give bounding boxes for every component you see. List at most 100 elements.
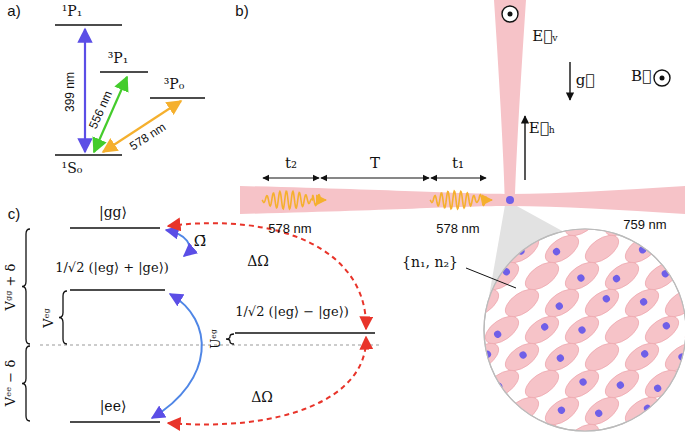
state-label: 1/√2 (|eg⟩ − |ge⟩) bbox=[235, 305, 349, 319]
lattice-site bbox=[441, 365, 484, 403]
lattice-beam bbox=[240, 186, 685, 214]
state-label: |ee⟩ bbox=[100, 399, 127, 414]
lattice-site bbox=[501, 338, 544, 376]
wavelength-label: 578 nm bbox=[128, 121, 169, 154]
coupling-arrow bbox=[168, 223, 366, 329]
energy-levels bbox=[70, 228, 375, 422]
lattice-site bbox=[681, 311, 685, 349]
field-arrow bbox=[524, 116, 525, 180]
lattice-site bbox=[621, 230, 664, 268]
lattice-site bbox=[621, 392, 664, 430]
wavelength-label: 578 nm bbox=[268, 222, 311, 236]
lattice-site bbox=[541, 284, 584, 322]
lattice-site bbox=[661, 230, 685, 268]
brace bbox=[22, 229, 234, 421]
energy-label: Vᵉᵉ − δ bbox=[4, 360, 18, 406]
wavelength-label: 578 nm bbox=[436, 222, 479, 236]
coupling-label: ΔΩ bbox=[247, 254, 269, 269]
wavelength-label: 399 nm bbox=[64, 72, 77, 112]
lattice-site bbox=[461, 392, 504, 430]
lattice-site bbox=[521, 203, 564, 241]
field-label: E⃗ₕ bbox=[529, 120, 555, 137]
brace bbox=[226, 334, 234, 344]
lattice-site bbox=[681, 257, 685, 295]
leader-line bbox=[466, 268, 516, 288]
brace bbox=[59, 291, 67, 344]
lattice-site bbox=[561, 203, 604, 241]
lattice-site bbox=[481, 203, 524, 241]
lattice-site bbox=[441, 419, 484, 433]
coupling-label: ΔΩ bbox=[251, 390, 273, 405]
lattice-site bbox=[481, 419, 524, 433]
coupling-arrow bbox=[166, 230, 189, 256]
energy-label: Vᵍᵍ + δ bbox=[4, 264, 18, 311]
lattice-site bbox=[521, 311, 564, 349]
lattice-site bbox=[621, 338, 664, 376]
lattice-site bbox=[601, 365, 644, 403]
lattice-site bbox=[461, 338, 504, 376]
lattice-site bbox=[521, 365, 564, 403]
lattice-sites bbox=[441, 203, 685, 433]
coupling-arrow bbox=[168, 337, 366, 424]
lattice-site bbox=[641, 311, 684, 349]
lattice-site bbox=[441, 311, 484, 349]
lattice-site bbox=[561, 311, 604, 349]
panel-letter: b) bbox=[235, 3, 248, 20]
probe-pulse bbox=[262, 191, 320, 209]
lattice-site bbox=[581, 338, 624, 376]
gravity-arrow bbox=[569, 62, 570, 100]
gravity-label: g⃗ bbox=[576, 72, 595, 89]
lattice-site bbox=[581, 230, 624, 268]
level-label: ³P₁ bbox=[108, 51, 129, 66]
lattice-site bbox=[681, 203, 685, 241]
lattice-site bbox=[581, 392, 624, 430]
lattice-site bbox=[541, 338, 584, 376]
lattice-site bbox=[461, 284, 504, 322]
time-label: t₂ bbox=[285, 155, 297, 172]
lattice-site bbox=[481, 365, 524, 403]
brace bbox=[22, 229, 30, 344]
lattice-site bbox=[501, 230, 544, 268]
level-label: ¹P₁ bbox=[62, 4, 83, 19]
lattice-site bbox=[541, 230, 584, 268]
lattice-site bbox=[681, 419, 685, 433]
field-label: B⃗ bbox=[631, 68, 651, 85]
energy-label: Uᵉᵍ bbox=[210, 329, 223, 349]
energy-levels bbox=[55, 25, 205, 155]
lattice-site bbox=[581, 284, 624, 322]
lattice-site bbox=[481, 311, 524, 349]
probe-pulse bbox=[430, 191, 486, 209]
level-label: ¹S₀ bbox=[62, 161, 83, 176]
coupling-label: Ω̄ bbox=[194, 233, 206, 250]
lattice-site bbox=[601, 419, 644, 433]
lattice-site bbox=[561, 365, 604, 403]
lattice-site bbox=[661, 392, 685, 430]
time-label: t₁ bbox=[452, 155, 464, 172]
lattice-site bbox=[601, 257, 644, 295]
transition-arrow bbox=[84, 29, 86, 152]
coupling-arrow bbox=[152, 294, 202, 418]
lattice-site bbox=[521, 257, 564, 295]
state-label: 1/√2 (|eg⟩ + |ge⟩) bbox=[55, 261, 169, 275]
state-label: |gg⟩ bbox=[99, 205, 127, 220]
probe-pulses bbox=[262, 191, 492, 209]
wavelength-label: 759 nm bbox=[623, 218, 666, 232]
lattice-site bbox=[601, 311, 644, 349]
lattice-site bbox=[561, 257, 604, 295]
probe-arrow bbox=[484, 199, 492, 201]
lattice-site bbox=[641, 419, 684, 433]
panel-letter: c) bbox=[8, 206, 21, 223]
probe-arrow bbox=[318, 199, 326, 201]
level-label: ³P₀ bbox=[164, 77, 185, 92]
inset-border bbox=[484, 229, 685, 431]
lattice-beam bbox=[494, 0, 526, 200]
lattice-site bbox=[501, 284, 544, 322]
field-label: E⃗ᵥ bbox=[532, 28, 558, 45]
lattice-site bbox=[541, 392, 584, 430]
wavelength-label: 556 nm bbox=[87, 89, 115, 131]
occupation-label: {n₁, n₂} bbox=[402, 255, 458, 270]
timing-arrows bbox=[263, 177, 486, 178]
panel-letter: a) bbox=[7, 3, 20, 20]
brace bbox=[22, 346, 30, 421]
energy-label: Vᵉᵍ bbox=[42, 308, 56, 328]
